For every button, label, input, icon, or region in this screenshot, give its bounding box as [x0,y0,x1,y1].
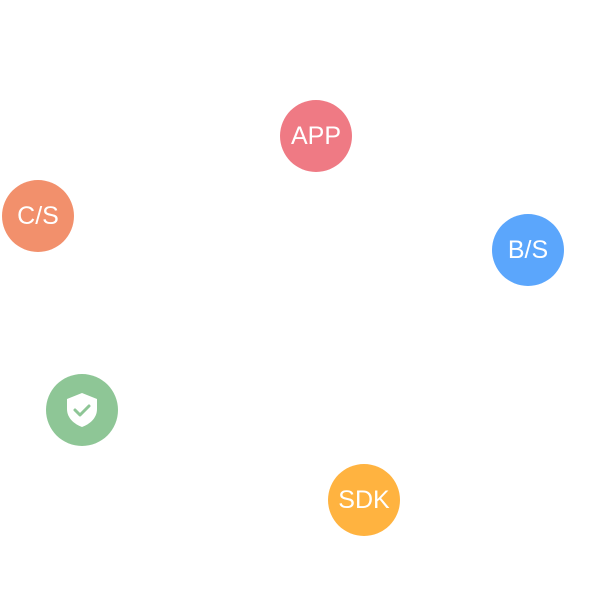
app-label: APP [290,121,342,150]
app-node[interactable]: APP [280,100,352,172]
shield-check-icon [67,393,97,427]
sdk-label: SDK [338,485,390,514]
sdk-node[interactable]: SDK [328,464,400,536]
security-node[interactable] [46,374,118,446]
cs-node[interactable]: C/S [2,180,74,252]
bs-node[interactable]: B/S [492,214,564,286]
cs-label: C/S [17,201,59,230]
bs-label: B/S [507,235,549,264]
